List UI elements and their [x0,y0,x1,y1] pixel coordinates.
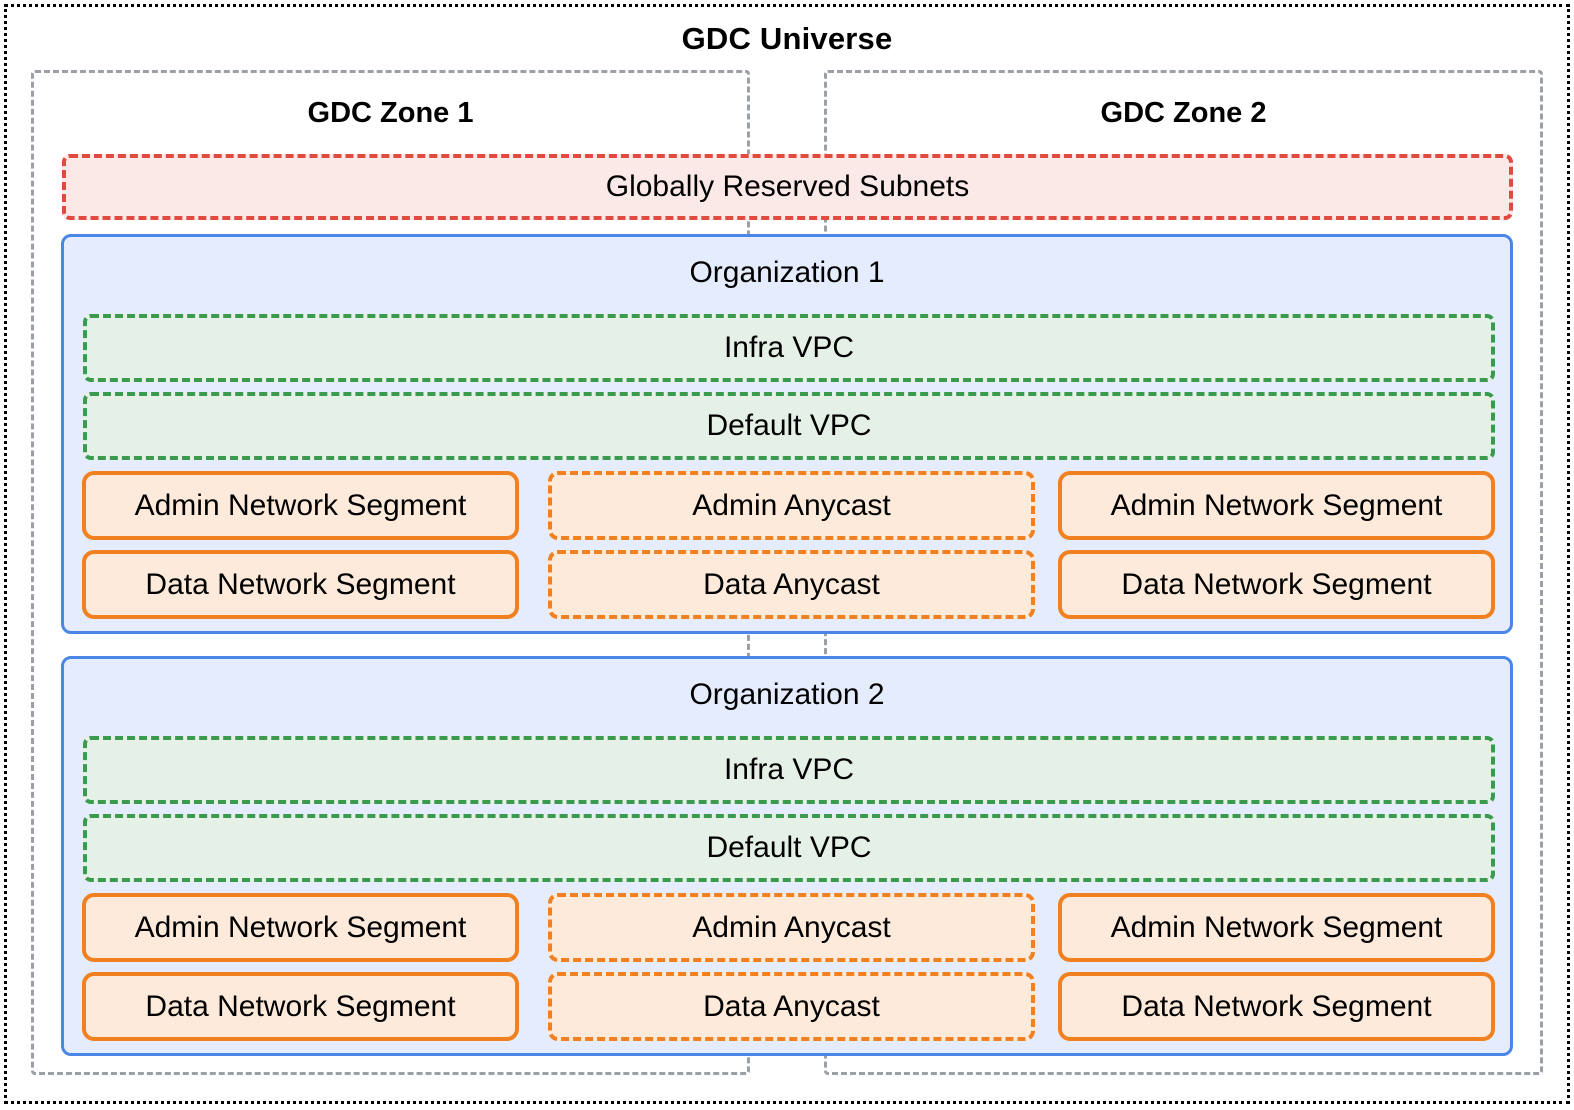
globally-reserved-subnets-label: Globally Reserved Subnets [605,170,970,203]
org-1-admin-anycast-label: Admin Anycast [692,488,891,522]
org-1-default-vpc-label: Default VPC [706,409,872,442]
org-1-data-anycast-box: Data Anycast [548,550,1035,619]
org-1-zone-2-data-network-segment-label: Data Network Segment [1121,567,1432,601]
gdc-zone-2-title: GDC Zone 2 [1100,97,1267,129]
org-1-zone-2-data-network-segment-box: Data Network Segment [1058,550,1495,619]
org-1-zone-1-data-network-segment-box: Data Network Segment [82,550,519,619]
org-2-data-anycast-label: Data Anycast [703,989,880,1023]
org-2-zone-2-data-network-segment-label: Data Network Segment [1121,989,1432,1023]
org-2-zone-1-data-network-segment-label: Data Network Segment [145,989,456,1023]
org-1-zone-1-admin-network-segment-label: Admin Network Segment [134,488,467,522]
org-2-zone-2-admin-network-segment-label: Admin Network Segment [1110,910,1443,944]
org-1-default-vpc-box: Default VPC [83,392,1495,460]
org-1-zone-1-data-network-segment-label: Data Network Segment [145,567,456,601]
org-2-infra-vpc-box: Infra VPC [83,736,1495,804]
org-2-admin-anycast-label: Admin Anycast [692,910,891,944]
org-1-zone-1-admin-network-segment-box: Admin Network Segment [82,471,519,540]
org-2-zone-1-admin-network-segment-label: Admin Network Segment [134,910,467,944]
gdc-zone-1-title: GDC Zone 1 [307,97,474,129]
org-2-default-vpc-label: Default VPC [706,831,872,864]
org-2-zone-2-admin-network-segment-box: Admin Network Segment [1058,893,1495,962]
org-2-admin-anycast-box: Admin Anycast [548,893,1035,962]
org-1-infra-vpc-box: Infra VPC [83,314,1495,382]
org-1-data-anycast-label: Data Anycast [703,567,880,601]
org-2-zone-2-data-network-segment-box: Data Network Segment [1058,972,1495,1041]
organization-1-box: Organization 1 Infra VPC Default VPC Adm… [61,234,1513,634]
org-1-admin-anycast-box: Admin Anycast [548,471,1035,540]
org-1-infra-vpc-label: Infra VPC [723,331,855,364]
organization-2-box: Organization 2 Infra VPC Default VPC Adm… [61,656,1513,1056]
org-2-zone-1-data-network-segment-box: Data Network Segment [82,972,519,1041]
org-2-zone-1-admin-network-segment-box: Admin Network Segment [82,893,519,962]
org-1-zone-2-admin-network-segment-box: Admin Network Segment [1058,471,1495,540]
organization-1-label: Organization 1 [689,256,885,289]
organization-2-label: Organization 2 [689,678,885,711]
globally-reserved-subnets-box: Globally Reserved Subnets [62,154,1513,220]
org-2-default-vpc-box: Default VPC [83,814,1495,882]
gdc-universe-title: GDC Universe [681,21,893,56]
org-2-infra-vpc-label: Infra VPC [723,753,855,786]
org-2-data-anycast-box: Data Anycast [548,972,1035,1041]
org-1-zone-2-admin-network-segment-label: Admin Network Segment [1110,488,1443,522]
gdc-universe-frame [4,4,1570,1104]
